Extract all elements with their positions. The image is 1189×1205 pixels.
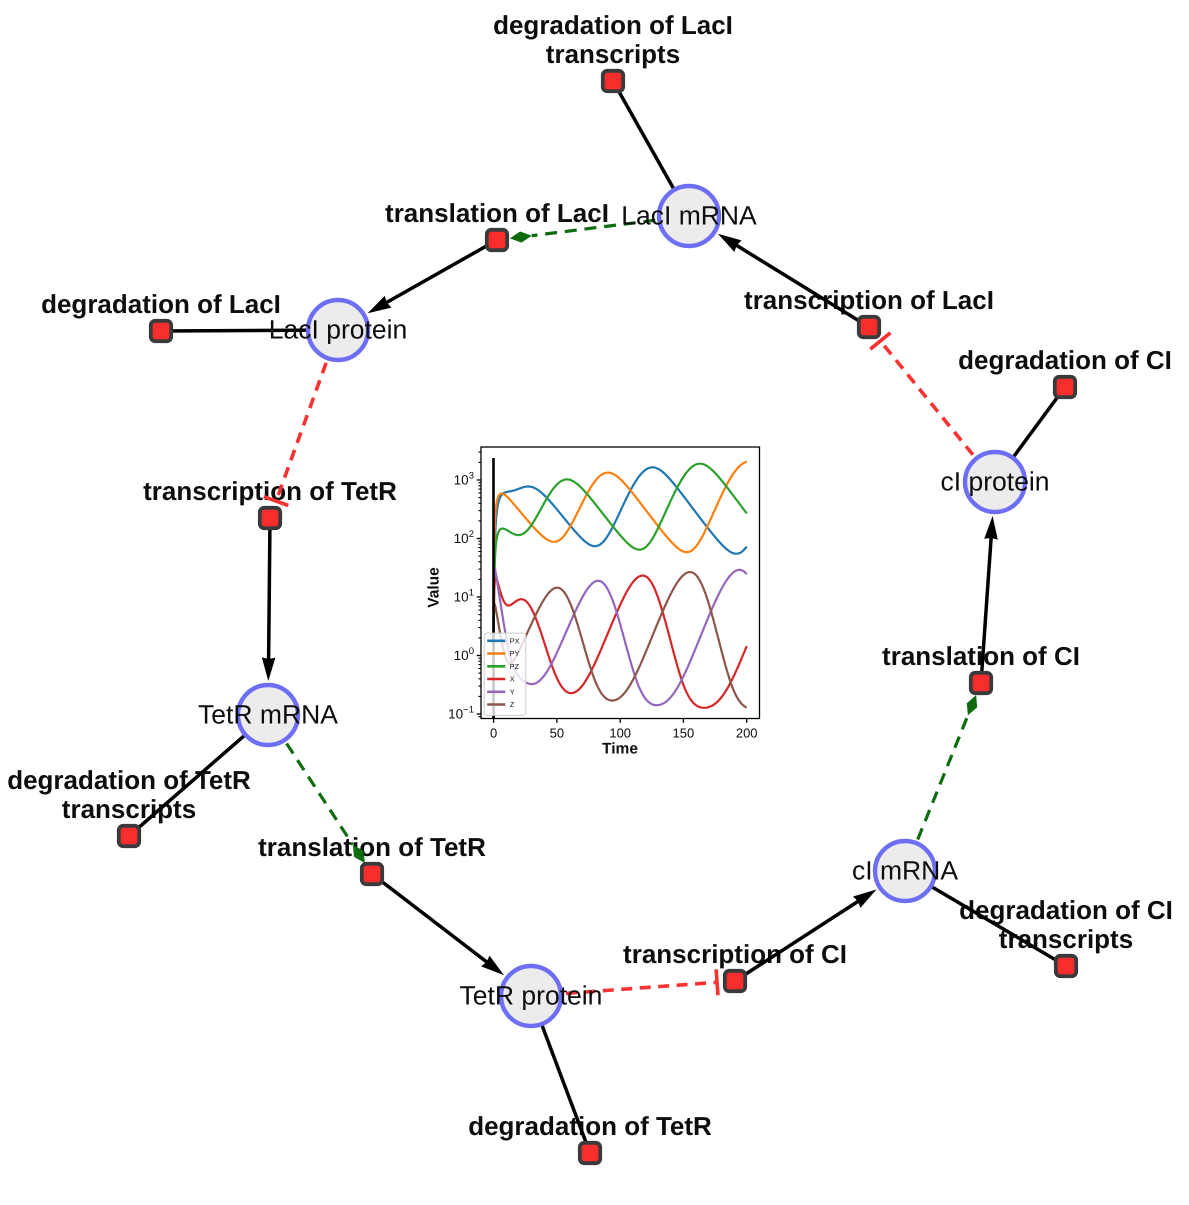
svg-text:degradation of TetR: degradation of TetR <box>468 1111 712 1141</box>
svg-text:transcription of TetR: transcription of TetR <box>143 476 397 506</box>
svg-text:150: 150 <box>673 726 695 741</box>
svg-text:X: X <box>510 675 515 684</box>
svg-text:degradation of CI: degradation of CI <box>959 895 1173 925</box>
svg-text:200: 200 <box>736 726 758 741</box>
svg-text:degradation of LacI: degradation of LacI <box>41 289 281 319</box>
svg-text:0: 0 <box>490 726 497 741</box>
svg-text:Y: Y <box>510 687 515 696</box>
svg-text:TetR mRNA: TetR mRNA <box>198 700 338 730</box>
svg-text:cI mRNA: cI mRNA <box>852 856 958 886</box>
svg-text:50: 50 <box>550 726 564 741</box>
svg-text:Z: Z <box>510 700 515 709</box>
svg-text:PX: PX <box>510 636 520 645</box>
svg-text:translation of LacI: translation of LacI <box>385 198 609 228</box>
svg-text:transcripts: transcripts <box>546 39 680 69</box>
svg-text:PZ: PZ <box>510 662 520 671</box>
svg-text:PY: PY <box>510 649 520 658</box>
svg-text:degradation of LacI: degradation of LacI <box>493 10 733 40</box>
svg-text:100: 100 <box>609 726 631 741</box>
svg-text:TetR protein: TetR protein <box>460 981 603 1011</box>
svg-text:cI protein: cI protein <box>940 467 1049 497</box>
svg-text:Value: Value <box>426 567 443 608</box>
svg-text:degradation of CI: degradation of CI <box>958 345 1172 375</box>
svg-text:LacI mRNA: LacI mRNA <box>621 201 757 231</box>
svg-text:transcripts: transcripts <box>62 794 196 824</box>
svg-text:LacI protein: LacI protein <box>269 315 407 345</box>
svg-text:Time: Time <box>602 741 638 758</box>
svg-text:transcription of CI: transcription of CI <box>623 939 847 969</box>
svg-text:transcription of LacI: transcription of LacI <box>744 285 994 315</box>
svg-text:translation of TetR: translation of TetR <box>258 832 486 862</box>
svg-text:degradation of TetR: degradation of TetR <box>7 765 251 795</box>
